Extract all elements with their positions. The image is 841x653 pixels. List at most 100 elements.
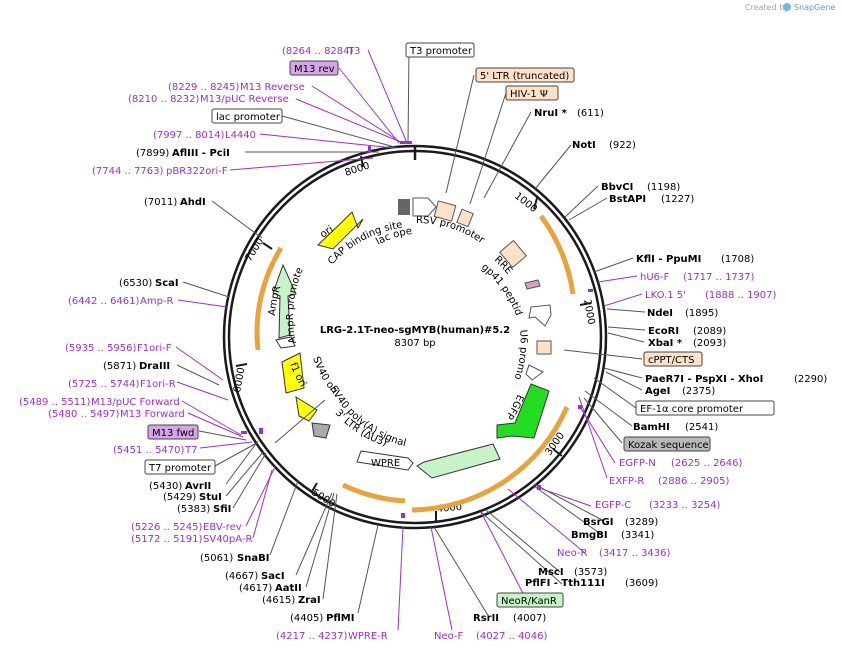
site-bstapi-name[interactable]: BstAPI xyxy=(609,194,646,205)
site-aatii-name[interactable]: AatII xyxy=(275,583,302,594)
snapgene-logo-icon xyxy=(783,3,791,11)
site-kfli-name[interactable]: KflI - PpuMI xyxy=(636,254,701,265)
tick-2000: 2000 xyxy=(581,299,596,326)
t7-promoter-box[interactable] xyxy=(144,459,216,475)
primer-site-marks xyxy=(241,141,593,518)
primer-lko-name[interactable]: LKO.1 5' xyxy=(645,290,686,301)
m13rev-box[interactable] xyxy=(289,60,339,76)
site-bsrgi-pos: (3289) xyxy=(625,517,658,528)
site-drai-name[interactable]: DraIII xyxy=(139,361,170,372)
cppt-label: cPPT/CTS xyxy=(648,355,694,366)
site-nrui-name[interactable]: NruI * xyxy=(534,108,568,119)
primer-m13puc-fwd-name[interactable]: M13/pUC Forward xyxy=(91,397,180,408)
site-bmgbi-name[interactable]: BmgBI xyxy=(571,530,608,541)
site-aflii-name[interactable]: AflIII - PciI xyxy=(172,148,230,159)
ef1a-box[interactable] xyxy=(635,400,775,416)
site-ahdi-name[interactable]: AhdI xyxy=(180,197,206,208)
primer-egfpc-name[interactable]: EGFP-C xyxy=(595,500,631,511)
site-xbai-pos: (2093) xyxy=(693,338,726,349)
primer-hu6f-name[interactable]: hU6-F xyxy=(640,272,670,283)
site-pflfi-name[interactable]: PflFI - Tth111I xyxy=(525,578,605,589)
lac-promoter-box[interactable] xyxy=(211,108,283,124)
primer-m13reverse-range: (8229 .. 8245) xyxy=(168,82,240,93)
f1-ori-arrow xyxy=(281,352,305,394)
t3-promoter-box[interactable] xyxy=(405,42,475,58)
site-bbvci-name[interactable]: BbvCI xyxy=(601,182,633,193)
site-agei-name[interactable]: AgeI xyxy=(645,386,670,397)
ltr5-box[interactable] xyxy=(475,67,575,83)
hiv1-label: HIV-1 Ψ xyxy=(510,89,548,100)
site-msci-name[interactable]: MscI xyxy=(538,567,564,578)
site-zrai-pos: (4615) xyxy=(262,595,295,606)
site-bsrgi-name[interactable]: BsrGI xyxy=(583,517,613,528)
wpre-label: WPRE xyxy=(371,458,400,469)
hiv1-block xyxy=(456,208,474,228)
primer-egfpn-range: (2625 .. 2646) xyxy=(671,458,743,469)
site-pflmi-name[interactable]: PflMI xyxy=(326,613,354,624)
kozak-box[interactable] xyxy=(623,436,711,452)
site-bstapi-pos: (1227) xyxy=(661,194,694,205)
site-rsrii-name[interactable]: RsrII xyxy=(473,613,499,624)
site-stui-name[interactable]: StuI xyxy=(199,492,222,503)
credit-brand: SnapGene xyxy=(794,3,835,12)
site-noti-name[interactable]: NotI xyxy=(572,140,596,151)
site-zrai-name[interactable]: ZraI xyxy=(298,595,321,606)
m13fwd-label: M13 fwd xyxy=(152,428,194,439)
cppt-box[interactable] xyxy=(643,351,703,367)
primer-m13puc-rev-name[interactable]: M13/pUC Reverse xyxy=(200,94,289,105)
primer-ampr-name[interactable]: Amp-R xyxy=(140,296,174,307)
primer-ebvrev-name[interactable]: EBV-rev xyxy=(203,522,242,533)
primer-sv40par-name[interactable]: SV40pA-R xyxy=(203,534,252,545)
neor-box[interactable] xyxy=(496,592,564,608)
site-bbvci-pos: (1198) xyxy=(647,182,680,193)
primer-neor-name[interactable]: Neo-R xyxy=(557,548,588,559)
ef1a-arrow xyxy=(525,364,544,381)
primer-wprer-name[interactable]: WPRE-R xyxy=(348,631,388,642)
site-stui-pos: (5429) xyxy=(163,492,196,503)
primer-f1orif-name[interactable]: F1ori-F xyxy=(137,343,172,354)
primer-neof-name[interactable]: Neo-F xyxy=(434,631,464,642)
site-ndei-name[interactable]: NdeI xyxy=(647,308,673,319)
site-xbai-name[interactable]: XbaI * xyxy=(648,338,683,349)
site-scai-pos: (6530) xyxy=(119,278,152,289)
site-snabi-name[interactable]: SnaBI xyxy=(237,553,269,564)
site-msci-pos: (3573) xyxy=(574,567,607,578)
primer-t3-name[interactable]: T3 xyxy=(347,46,360,57)
ring-tick-marks xyxy=(235,155,592,522)
site-paer7i-name[interactable]: PaeR7I - PspXI - XhoI xyxy=(645,374,763,385)
gp41-block xyxy=(524,279,541,290)
cppt-block xyxy=(536,340,552,355)
primer-m13reverse-name[interactable]: M13 Reverse xyxy=(240,82,305,93)
primer-m13forward-name[interactable]: M13 Forward xyxy=(120,409,185,420)
wpre-box xyxy=(356,450,414,471)
site-kfli-pos: (1708) xyxy=(721,254,754,265)
m13rev-label: M13 rev xyxy=(294,64,335,75)
site-saci-name[interactable]: SacI xyxy=(261,571,285,582)
primer-exfpr-name[interactable]: EXFP-R xyxy=(609,476,644,487)
hiv1-box[interactable] xyxy=(505,85,559,101)
ef1a-label: EF-1α core promoter xyxy=(640,404,744,415)
sv40pa-block xyxy=(311,422,331,439)
site-drai-pos: (5871) xyxy=(103,361,136,372)
site-scai-name[interactable]: ScaI xyxy=(155,278,179,289)
primer-pbr322-name[interactable]: pBR322ori-F xyxy=(166,166,228,177)
primer-l4440-name[interactable]: L4440 xyxy=(225,130,256,141)
primer-t7-name[interactable]: T7 xyxy=(184,445,197,456)
primer-egfpn-name[interactable]: EGFP-N xyxy=(619,458,656,469)
primer-neor-range: (3417 .. 3436) xyxy=(599,548,671,559)
sv40-ori-label: SV40 ori xyxy=(310,355,340,396)
primer-f1orir-range: (5725 .. 5744) xyxy=(68,379,140,390)
primer-lko-range: (1888 .. 1907) xyxy=(705,290,777,301)
site-sfii-name[interactable]: SfiI xyxy=(213,504,231,515)
neor-label: NeoR/KanR xyxy=(501,596,557,607)
m13fwd-box[interactable] xyxy=(147,424,199,440)
site-bamhi-name[interactable]: BamHI xyxy=(633,422,670,433)
primer-pbr322-range: (7744 .. 7763) xyxy=(92,166,164,177)
primer-f1orir-name[interactable]: F1ori-R xyxy=(140,379,176,390)
site-avrii-name[interactable]: AvrII xyxy=(185,481,211,492)
site-avrii-pos: (5430) xyxy=(149,481,182,492)
site-nrui-pos: (611) xyxy=(577,108,604,119)
site-ecori-name[interactable]: EcoRI xyxy=(648,326,679,337)
egfp-arrow xyxy=(496,383,550,439)
